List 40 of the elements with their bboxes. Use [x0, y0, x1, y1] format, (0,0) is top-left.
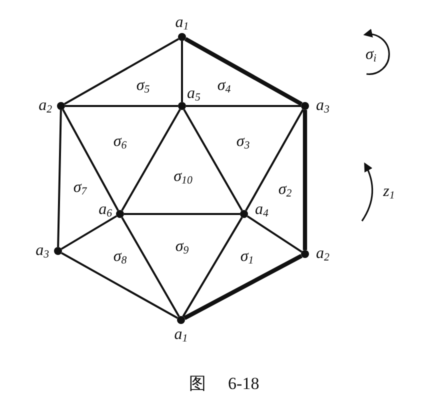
edge-line	[183, 108, 243, 212]
edge-line	[184, 37, 303, 106]
face-label: σ$_{7}$	[73, 180, 87, 196]
edge-line	[124, 213, 240, 215]
face-label: σ$_{6}$	[113, 134, 127, 150]
figure-caption: 图 6-18	[188, 374, 260, 392]
vertex-label: a$_{1}$	[175, 15, 189, 31]
edge-line	[302, 110, 308, 250]
face-label: σ$_{2}$	[278, 182, 292, 198]
edge-line	[60, 215, 118, 250]
edge-line	[62, 109, 119, 211]
vertex-label: a$_{3}$	[316, 98, 330, 114]
edge-line	[121, 216, 180, 318]
vertex-label: a$_{2}$	[316, 246, 330, 262]
vertex-label: a$_{5}$	[187, 86, 200, 102]
edge-line	[181, 41, 183, 102]
face-label: σ$_{10}$	[174, 169, 192, 185]
vertex-label: a$_{1}$	[174, 327, 188, 343]
edge-line	[121, 108, 181, 212]
face-label: σ$_{4}$	[217, 78, 231, 94]
orientation-label: σ$_{i}$	[366, 47, 376, 63]
face-label: σ$_{8}$	[113, 249, 127, 265]
edge-line	[246, 215, 302, 253]
edge-line	[57, 110, 62, 248]
orientation-label: z$_{1}$	[383, 184, 395, 200]
vertex-label: a$_{4}$	[255, 202, 268, 218]
edge-line	[65, 105, 178, 107]
face-label: σ$_{1}$	[240, 249, 254, 265]
edge-line	[184, 254, 302, 320]
edge-line	[64, 38, 180, 105]
vertex-label: a$_{6}$	[98, 202, 112, 218]
edge-line	[186, 105, 301, 107]
face-label: σ$_{5}$	[136, 78, 150, 94]
vertex-label: a$_{3}$	[36, 243, 49, 259]
face-label: σ$_{9}$	[175, 239, 189, 255]
vertex-label: a$_{2}$	[38, 98, 52, 114]
edge-line	[245, 108, 304, 212]
edge-line	[182, 216, 243, 318]
edge-line	[61, 252, 178, 319]
face-label: σ$_{3}$	[236, 134, 250, 150]
